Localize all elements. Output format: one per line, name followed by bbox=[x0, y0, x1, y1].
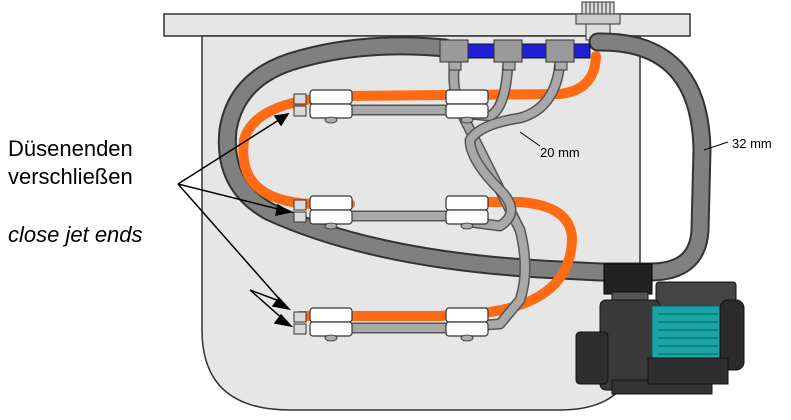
jet-end-caps bbox=[293, 93, 307, 335]
hose-orange bbox=[238, 51, 601, 321]
close-jet-ends-label-de-line1: Düsenenden bbox=[8, 136, 133, 161]
hose-32mm-label: 32 mm bbox=[732, 136, 772, 151]
leader-lines bbox=[519, 131, 729, 151]
close-jet-ends-label-en: close jet ends bbox=[8, 222, 143, 247]
close-jet-ends-label-de-line2: verschließen bbox=[8, 164, 133, 189]
rim-fitting bbox=[575, 1, 621, 41]
pointer-arrows bbox=[177, 113, 294, 328]
jet-nubs bbox=[324, 116, 474, 342]
jet-fittings bbox=[309, 89, 489, 337]
hose-20mm-label: 20 mm bbox=[540, 145, 580, 160]
hose-32mm bbox=[217, 32, 712, 282]
pump bbox=[575, 263, 745, 395]
manifold bbox=[439, 39, 591, 71]
